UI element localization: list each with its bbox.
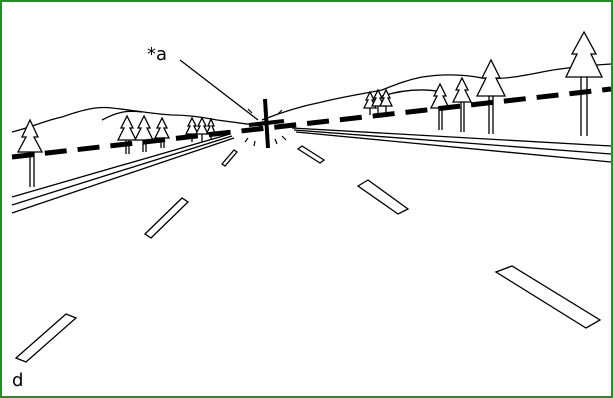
trees-right [362, 30, 604, 136]
tree-icon [116, 114, 138, 154]
lane-dash [296, 145, 326, 164]
lane-dash [14, 313, 78, 363]
tree-icon [194, 116, 210, 142]
lane-dash [494, 265, 602, 329]
tree-icon [133, 114, 155, 152]
tree-icon [153, 116, 171, 148]
vanishing-rays [244, 108, 287, 147]
lane-dash [356, 179, 410, 215]
lane-dash [221, 149, 238, 167]
tree-icon [475, 58, 507, 134]
tree-icon [16, 118, 44, 187]
lane-dash [143, 197, 190, 239]
callout-label-d: d [12, 370, 24, 391]
horizon-dashed-line [11, 86, 611, 160]
lane-markings [14, 145, 602, 363]
tree-icon [378, 88, 394, 113]
tree-icon [564, 30, 604, 136]
tree-icon [451, 76, 473, 132]
vanishing-point-cross-icon [248, 98, 285, 149]
callout-label-a: *a [147, 44, 168, 65]
road-edge-left [11, 133, 235, 214]
leader-line-a [179, 59, 259, 121]
road-edge-right [291, 127, 611, 163]
